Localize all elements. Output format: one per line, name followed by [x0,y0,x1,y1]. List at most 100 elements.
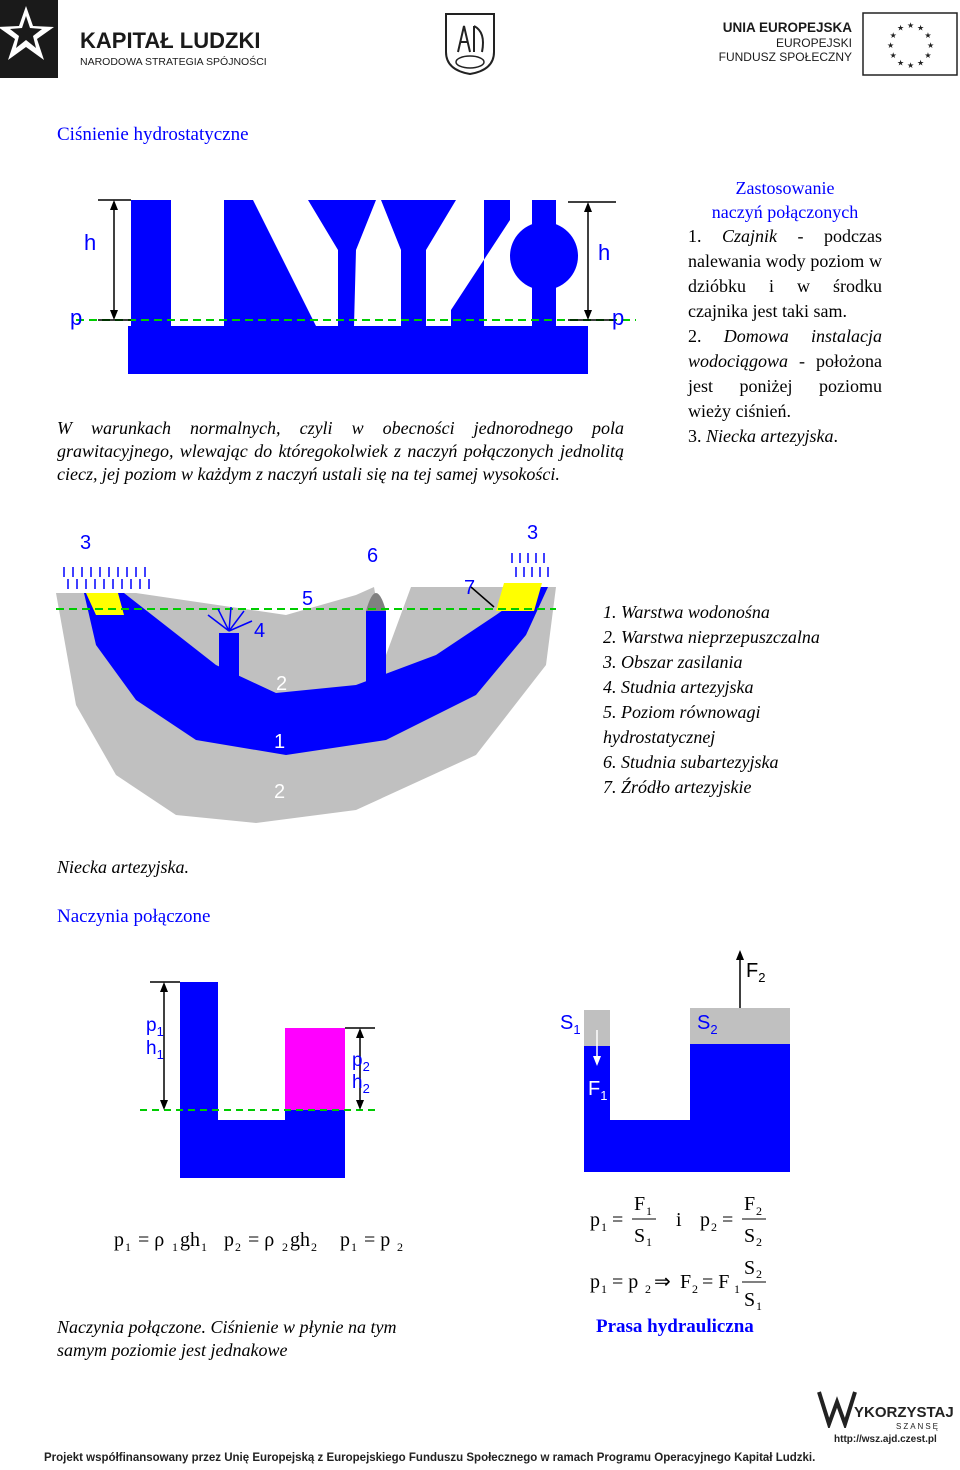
eu-flag-icon: ★★★★★★★★★★★★ [862,12,958,76]
eu-star-icon: ★ [917,24,924,33]
kl-star-icon [0,0,58,78]
eu-star-icon: ★ [907,61,914,70]
basin-label-3-right: 3 [527,522,539,544]
svg-text:=: = [722,1209,733,1231]
svg-text:2: 2 [692,1282,698,1296]
hydraulic-press-caption: Prasa hydrauliczna [596,1316,754,1337]
svg-text:⇒: ⇒ [654,1271,671,1293]
svg-text:2: 2 [645,1282,651,1296]
svg-text:= p: = p [364,1229,390,1251]
cv-h2-sub: 2 [362,1080,370,1096]
cv-label-h2: h2 [352,1072,370,1096]
press-label-s2: S2 [697,1012,718,1037]
eu-star-icon: ★ [927,41,934,50]
svg-text:S: S [634,1225,645,1247]
cv-label-h1: h1 [146,1038,164,1062]
kapital-ludzki-logo: KAPITAŁ LUDZKI NARODOWA STRATEGIA SPÓJNO… [0,0,300,80]
item-rest: . [833,426,838,446]
applications-title-1: Zastosowanie [735,178,835,198]
svg-text:2: 2 [282,1240,288,1254]
cv-p1-letter: p [146,1015,157,1036]
svg-text:1: 1 [201,1240,207,1254]
wykorzystaj-logo-text: YKORZYSTAJ [854,1404,954,1421]
press-label-f1: F1 [588,1078,607,1103]
press-s1-letter: S [560,1012,574,1034]
connected-vessels-caption: Naczynia połączone. Ciśnienie w płynie n… [57,1317,397,1360]
legend-item: 4. Studnia artezyjska [603,677,754,697]
item-num: 2. [688,326,702,346]
eu-star-icon: ★ [924,51,931,60]
eu-star-icon: ★ [897,58,904,67]
fig1-label-h-right: h [598,240,611,265]
artesian-basin-figure [56,553,556,823]
applications-box: Zastosowanie naczyń połączonych 1. Czajn… [688,176,882,449]
artesian-caption: Niecka artezyjska. [57,857,189,877]
svg-text:= F: = F [702,1271,729,1293]
svg-text:i: i [676,1209,682,1231]
svg-text:S: S [744,1257,755,1279]
svg-text:S: S [744,1289,755,1311]
svg-text:1: 1 [601,1282,607,1296]
item-rest: - położona jest poniżej poziomu wieży ci… [688,351,882,421]
fig1-label-h-left: h [84,230,97,255]
svg-text:= p: = p [612,1271,638,1293]
application-item-1: 1. Czajnik - podczas nalewania wody pozi… [688,224,882,324]
svg-text:= ρ: = ρ [138,1229,164,1251]
item-rest: - podczas nalewania wody poziom w dzióbk… [688,226,883,321]
svg-text:2: 2 [756,1267,762,1281]
ajd-emblem-icon [445,13,495,76]
basin-label-3-left: 3 [80,532,92,554]
svg-text:2: 2 [397,1240,403,1254]
svg-text:gh: gh [290,1229,310,1251]
press-f1-letter: F [588,1078,601,1100]
press-f1-sub: 1 [600,1088,608,1103]
hydraulic-press-figure [584,950,790,1172]
svg-text:p: p [224,1229,234,1251]
cv-h1-letter: h [146,1038,157,1059]
eu-star-icon: ★ [897,24,904,33]
cv-label-p2: p2 [352,1050,370,1074]
svg-text:F: F [744,1193,755,1215]
svg-text:1: 1 [601,1220,607,1234]
svg-text:p: p [700,1209,710,1231]
svg-text:2: 2 [235,1240,241,1254]
svg-text:1: 1 [172,1240,178,1254]
svg-text:1: 1 [646,1204,652,1218]
section1-title: Ciśnienie hydrostatyczne [57,124,249,145]
cv-h2-letter: h [352,1072,363,1093]
cv-h1-sub: 1 [156,1046,164,1062]
footer-url[interactable]: http://wsz.ajd.czest.pl [834,1434,937,1445]
basin-label-2-bottom: 2 [274,781,286,803]
svg-text:1: 1 [351,1240,357,1254]
eu-star-icon: ★ [887,41,894,50]
svg-text:1: 1 [125,1240,131,1254]
application-item-3: 3. Niecka artezyjska. [688,424,882,449]
legend-item: 7. Źródło artezyjskie [603,777,752,797]
eu-line1: UNIA EUROPEJSKA [722,20,852,35]
application-item-2: 2. Domowa instalacja wodociągowa - położ… [688,324,882,424]
press-s2-sub: 2 [710,1022,718,1037]
artesian-legend: 1. Warstwa wodonośna 2. Warstwa nieprzep… [603,600,820,800]
fig1-label-p-right: p [612,305,625,330]
cv-label-p1: p1 [146,1015,164,1039]
cv-p2-sub: 2 [362,1058,370,1074]
eu-star-icon: ★ [907,21,914,30]
press-label-f2: F2 [746,960,765,985]
svg-text:p: p [590,1271,600,1293]
svg-text:2: 2 [756,1235,762,1249]
basin-label-6: 6 [367,545,379,567]
legend-item: 5. Poziom równowagi [603,702,761,722]
cv-p1-sub: 1 [156,1023,164,1039]
svg-text:p: p [340,1229,350,1251]
eu-text: UNIA EUROPEJSKA EUROPEJSKI FUNDUSZ SPOŁE… [700,20,852,64]
eu-line3: FUNDUSZ SPOŁECZNY [718,50,852,64]
svg-text:= ρ: = ρ [248,1229,274,1251]
svg-text:gh: gh [180,1229,200,1251]
svg-text:S: S [744,1225,755,1247]
basin-label-1: 1 [274,731,286,753]
legend-item: 2. Warstwa nieprzepuszczalna [603,627,820,647]
svg-text:=: = [612,1209,623,1231]
press-label-s1: S1 [560,1012,581,1037]
section2-title: Naczynia połączone [57,906,211,927]
